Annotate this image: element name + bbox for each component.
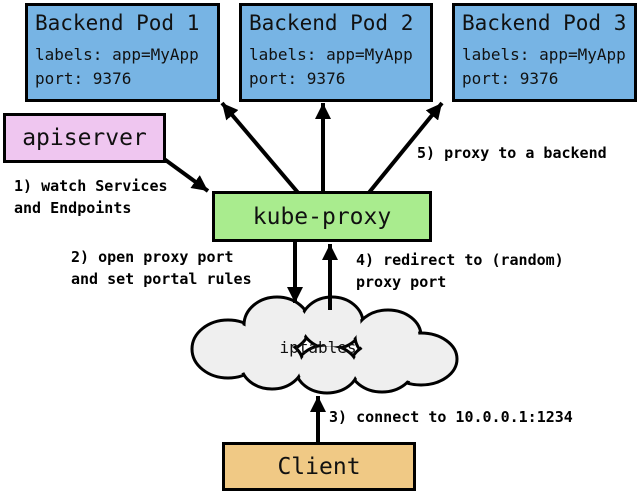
client-box: Client: [222, 442, 416, 491]
iptables-label: iptables: [279, 338, 357, 357]
kube-proxy-box: kube-proxy: [212, 191, 432, 242]
arrow-apiserver-to-kube-proxy: [158, 154, 210, 193]
pod-labels-line: labels: app=MyApp: [462, 45, 626, 65]
annotation-step2: 2) open proxy port and set portal rules: [71, 248, 252, 288]
arrow-kube-proxy-to-pod3: [365, 101, 444, 197]
pod-labels-line: labels: app=MyApp: [35, 45, 199, 65]
annotation-step1: 1) watch Services and Endpoints: [14, 177, 168, 217]
apiserver-label: apiserver: [22, 125, 147, 151]
kube-proxy-label: kube-proxy: [252, 203, 392, 230]
pod-labels-line: labels: app=MyApp: [249, 45, 413, 65]
backend-pod-2-box: Backend Pod 2 labels: app=MyApp port: 93…: [239, 3, 433, 102]
pod-port-line: port: 9376: [462, 69, 559, 89]
annotation-step3: 3) connect to 10.0.0.1:1234: [329, 408, 573, 426]
backend-pod-3-box: Backend Pod 3 labels: app=MyApp port: 93…: [452, 3, 637, 102]
pod-port-line: port: 9376: [249, 69, 346, 89]
apiserver-box: apiserver: [3, 113, 166, 163]
annotation-step5: 5) proxy to a backend: [417, 144, 607, 162]
annotation-step4: 4) redirect to (random) proxy port: [356, 251, 564, 291]
backend-pod-1-box: Backend Pod 1 labels: app=MyApp port: 93…: [25, 3, 220, 102]
arrow-kube-proxy-to-pod1: [220, 101, 302, 197]
pod-title: Backend Pod 3: [462, 11, 627, 35]
pod-title: Backend Pod 1: [35, 11, 200, 35]
pod-port-line: port: 9376: [35, 69, 132, 89]
arrows-group: [158, 101, 444, 448]
iptables-cloud-fill: [194, 299, 455, 391]
client-label: Client: [277, 453, 361, 480]
pod-title: Backend Pod 2: [249, 11, 414, 35]
iptables-cloud: [190, 295, 459, 395]
